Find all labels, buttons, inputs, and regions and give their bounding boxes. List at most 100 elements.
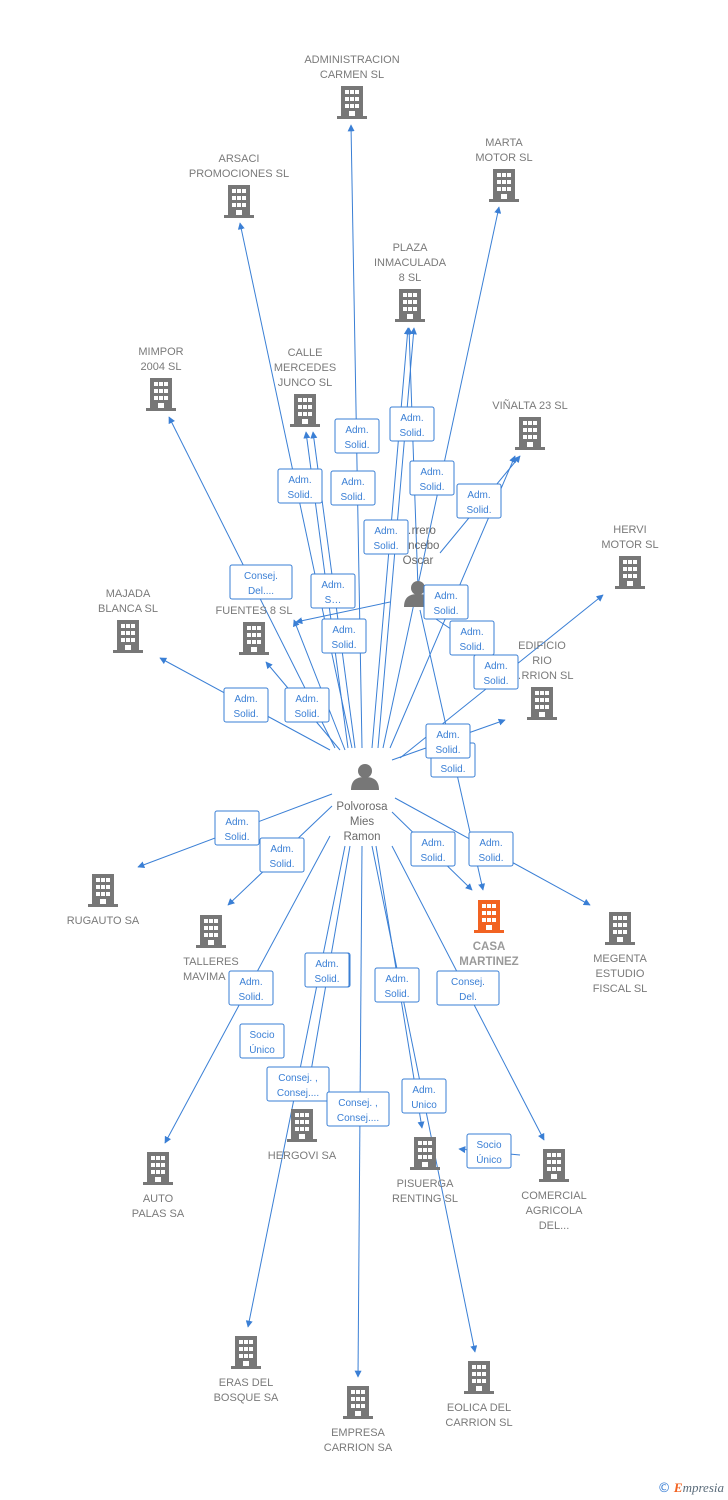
company-label: ADMINISTRACION: [304, 54, 399, 66]
relation-badge-b17[interactable]: Adm.Solid.: [425, 723, 471, 759]
company-node-c13[interactable]: TALLERESMAVIMA …: [183, 915, 239, 983]
relation-badge-text: Solid.: [233, 709, 258, 720]
relation-badge-text: Unico: [411, 1100, 437, 1111]
relation-badge-b9[interactable]: Consej.Del....: [229, 564, 293, 600]
building-icon: [539, 1149, 569, 1182]
company-node-c17[interactable]: HERGOVI SA: [268, 1109, 337, 1162]
relation-badge-b27[interactable]: Consej.Del.: [436, 970, 500, 1006]
relation-badge-b20[interactable]: Adm.Solid.: [410, 831, 456, 867]
building-icon: [395, 289, 425, 322]
company-node-c19[interactable]: COMERCIALAGRICOLADEL...: [521, 1149, 587, 1232]
relation-badge-b14[interactable]: Adm.Solid.: [223, 687, 269, 723]
relation-badge-b29[interactable]: Consej. ,Consej....: [266, 1066, 330, 1102]
company-label: CALLE: [288, 347, 323, 359]
company-node-c7[interactable]: VIÑALTA 23 SL: [492, 399, 568, 450]
relation-badge-text: Solid.: [483, 676, 508, 687]
relation-badge-b5[interactable]: Adm.Solid.: [409, 460, 455, 496]
relation-badge-b6[interactable]: Adm. Solid.: [456, 483, 502, 519]
building-icon: [88, 874, 118, 907]
person-icon: [351, 764, 379, 790]
company-label: AUTO: [143, 1193, 174, 1205]
building-icon: [337, 86, 367, 119]
relation-badge-text: Adm.: [400, 413, 423, 424]
relation-badge-b1[interactable]: Adm.Solid.: [334, 418, 380, 454]
building-icon: [224, 185, 254, 218]
company-label: MEGENTA: [593, 953, 647, 965]
building-icon: [113, 620, 143, 653]
relation-badge-text: Consej. ,: [338, 1098, 377, 1109]
relation-badge-b23[interactable]: Adm.Solid.: [374, 967, 420, 1003]
relation-badge-b13[interactable]: Adm.Solid.: [473, 654, 519, 690]
relation-badge-b15[interactable]: Adm. Solid.: [284, 687, 330, 723]
company-label: …RRION SL: [511, 670, 574, 682]
footer-brand[interactable]: © Empresia: [658, 1480, 724, 1496]
relation-badge-b25[interactable]: Adm.Solid.: [304, 952, 350, 988]
person-label: Ramon: [343, 831, 380, 843]
relation-badge-b24[interactable]: Adm.Solid.: [228, 970, 274, 1006]
relation-badge-b12[interactable]: Adm. Solid.: [449, 620, 495, 656]
relation-badge-text: Adm.: [288, 475, 311, 486]
relation-badge-b18[interactable]: Adm.Solid.: [214, 810, 260, 846]
relation-badge-text: Adm.: [374, 526, 397, 537]
building-icon: [615, 556, 645, 589]
relation-badge-text: Consej....: [277, 1088, 319, 1099]
relation-badge-text: Solid.: [314, 974, 339, 985]
company-label: TALLERES: [183, 956, 238, 968]
company-node-c10[interactable]: E…FUENTES 8 SL: [215, 590, 293, 655]
company-label: CASA: [473, 941, 506, 953]
relation-badge-b8[interactable]: Adm.Solid.: [321, 618, 367, 654]
relation-badge-text: Adm.: [460, 627, 483, 638]
company-node-c12[interactable]: RUGAUTO SA: [67, 874, 140, 927]
relation-badge-text: Solid.: [287, 490, 312, 501]
relation-badge-b7[interactable]: Adm.Solid.: [363, 519, 409, 555]
relation-badge-text: Solid.: [294, 709, 319, 720]
company-label: BOSQUE SA: [214, 1392, 279, 1404]
relation-badge-b2[interactable]: Adm.Solid.: [389, 406, 435, 442]
relation-badge-text: Adm.: [295, 694, 318, 705]
relation-badge-text: Solid.: [459, 642, 484, 653]
relation-badge-b31[interactable]: Adm.Unico: [401, 1078, 447, 1114]
company-label: FUENTES 8 SL: [215, 605, 292, 617]
relation-badge-b11[interactable]: Adm.Solid.: [423, 584, 469, 620]
company-label: MOTOR SL: [601, 539, 658, 551]
relation-badge-b4[interactable]: Adm.Solid.: [330, 470, 376, 506]
company-label: FISCAL SL: [593, 983, 648, 995]
company-label: MARTA: [485, 137, 523, 149]
relation-badge-text: Adm.: [467, 490, 490, 501]
company-label: VIÑALTA 23 SL: [492, 399, 567, 412]
company-label: 8 SL: [399, 272, 422, 284]
relation-badge-b21[interactable]: Adm.Solid.: [468, 831, 514, 867]
relation-badge-text: Adm.: [239, 977, 262, 988]
relation-badge-text: Solid.: [269, 859, 294, 870]
relation-badge-text: Solid.: [435, 745, 460, 756]
person-label: Mies: [350, 816, 375, 828]
company-label: 2004 SL: [141, 361, 182, 373]
relation-badge-b10[interactable]: Adm.S…: [310, 573, 356, 609]
relation-badge-text: Solid.: [466, 505, 491, 516]
relation-badge-text: Consej.: [244, 571, 278, 582]
company-label: RENTING SL: [392, 1193, 458, 1205]
relation-badge-b30[interactable]: Consej. ,Consej....: [326, 1091, 390, 1127]
relation-badge-b3[interactable]: Adm. Solid.: [277, 468, 323, 504]
relation-badge-text: Adm.: [321, 580, 344, 591]
company-label: EOLICA DEL: [447, 1402, 511, 1414]
relation-badge-b19[interactable]: Adm.Solid.: [259, 837, 305, 873]
